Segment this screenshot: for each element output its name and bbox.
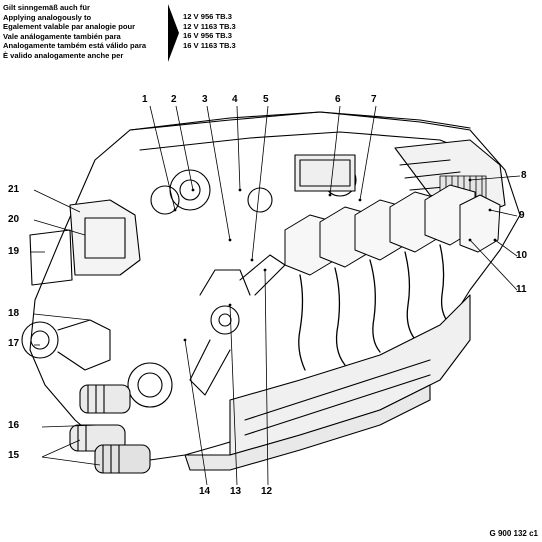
- oil-sump: [184, 384, 431, 471]
- bracket-triangle-icon: [168, 4, 179, 62]
- engine-model: 16 V 956 TB.3: [183, 31, 232, 41]
- callout-5: 5: [263, 94, 269, 105]
- exhaust-pipes: [298, 244, 449, 371]
- applicability-line-fr: Egalement valable par analogie pour: [3, 22, 136, 32]
- callout-4: 4: [232, 94, 238, 105]
- applicability-line-de: Gilt sinngemäß auch für: [3, 3, 90, 12]
- applicability-line-en: Applying analogously to: [3, 12, 92, 22]
- callout-6: 6: [335, 94, 341, 105]
- callout-15: 15: [8, 450, 20, 461]
- callout-12: 12: [261, 486, 273, 497]
- callout-17: 17: [8, 338, 20, 349]
- callout-3: 3: [202, 94, 208, 105]
- callout-11: 11: [516, 284, 527, 295]
- callout-18: 18: [8, 308, 20, 319]
- callout-1: 1: [142, 94, 148, 105]
- leader-dots: [173, 178, 497, 342]
- gear-wheel: [127, 362, 173, 408]
- applicability-line-pt: Analogamente também está válido para: [3, 41, 147, 51]
- callout-2: 2: [171, 94, 177, 105]
- cylinder-heads: [284, 184, 501, 276]
- callout-13: 13: [230, 486, 242, 497]
- engine-model: 12 V 956 TB.3: [183, 12, 232, 21]
- applicability-text: Gilt sinngemäß auch für Applying analogo…: [3, 3, 173, 61]
- callout-7: 7: [371, 94, 377, 105]
- callout-16: 16: [8, 420, 20, 431]
- callout-8: 8: [521, 170, 527, 181]
- applicability-line-es: Vale análogamente también para: [3, 31, 121, 41]
- engine-model: 12 V 1163 TB.3: [183, 21, 236, 31]
- engine-model-list: 12 V 956 TB.3 12 V 1163 TB.3 16 V 956 TB…: [183, 12, 261, 50]
- piston-cutaway: [189, 254, 286, 396]
- applicability-note: Gilt sinngemäß auch für Applying analogo…: [0, 0, 260, 64]
- engine-model: 16 V 1163 TB.3: [183, 40, 236, 50]
- drawing-code: G 900 132 c1: [489, 529, 538, 538]
- callout-20: 20: [8, 214, 20, 225]
- charge-air-duct: [69, 199, 141, 276]
- callout-21: 21: [8, 184, 20, 195]
- leader-lines: [30, 105, 521, 486]
- callout-19: 19: [8, 246, 20, 257]
- starter-motor: [69, 384, 151, 474]
- callout-10: 10: [516, 250, 528, 261]
- callout-9: 9: [519, 210, 525, 221]
- callout-14: 14: [199, 486, 211, 497]
- cylinder-head-rail: [129, 111, 471, 131]
- applicability-line-it: È valido analogamente anche per: [3, 50, 124, 60]
